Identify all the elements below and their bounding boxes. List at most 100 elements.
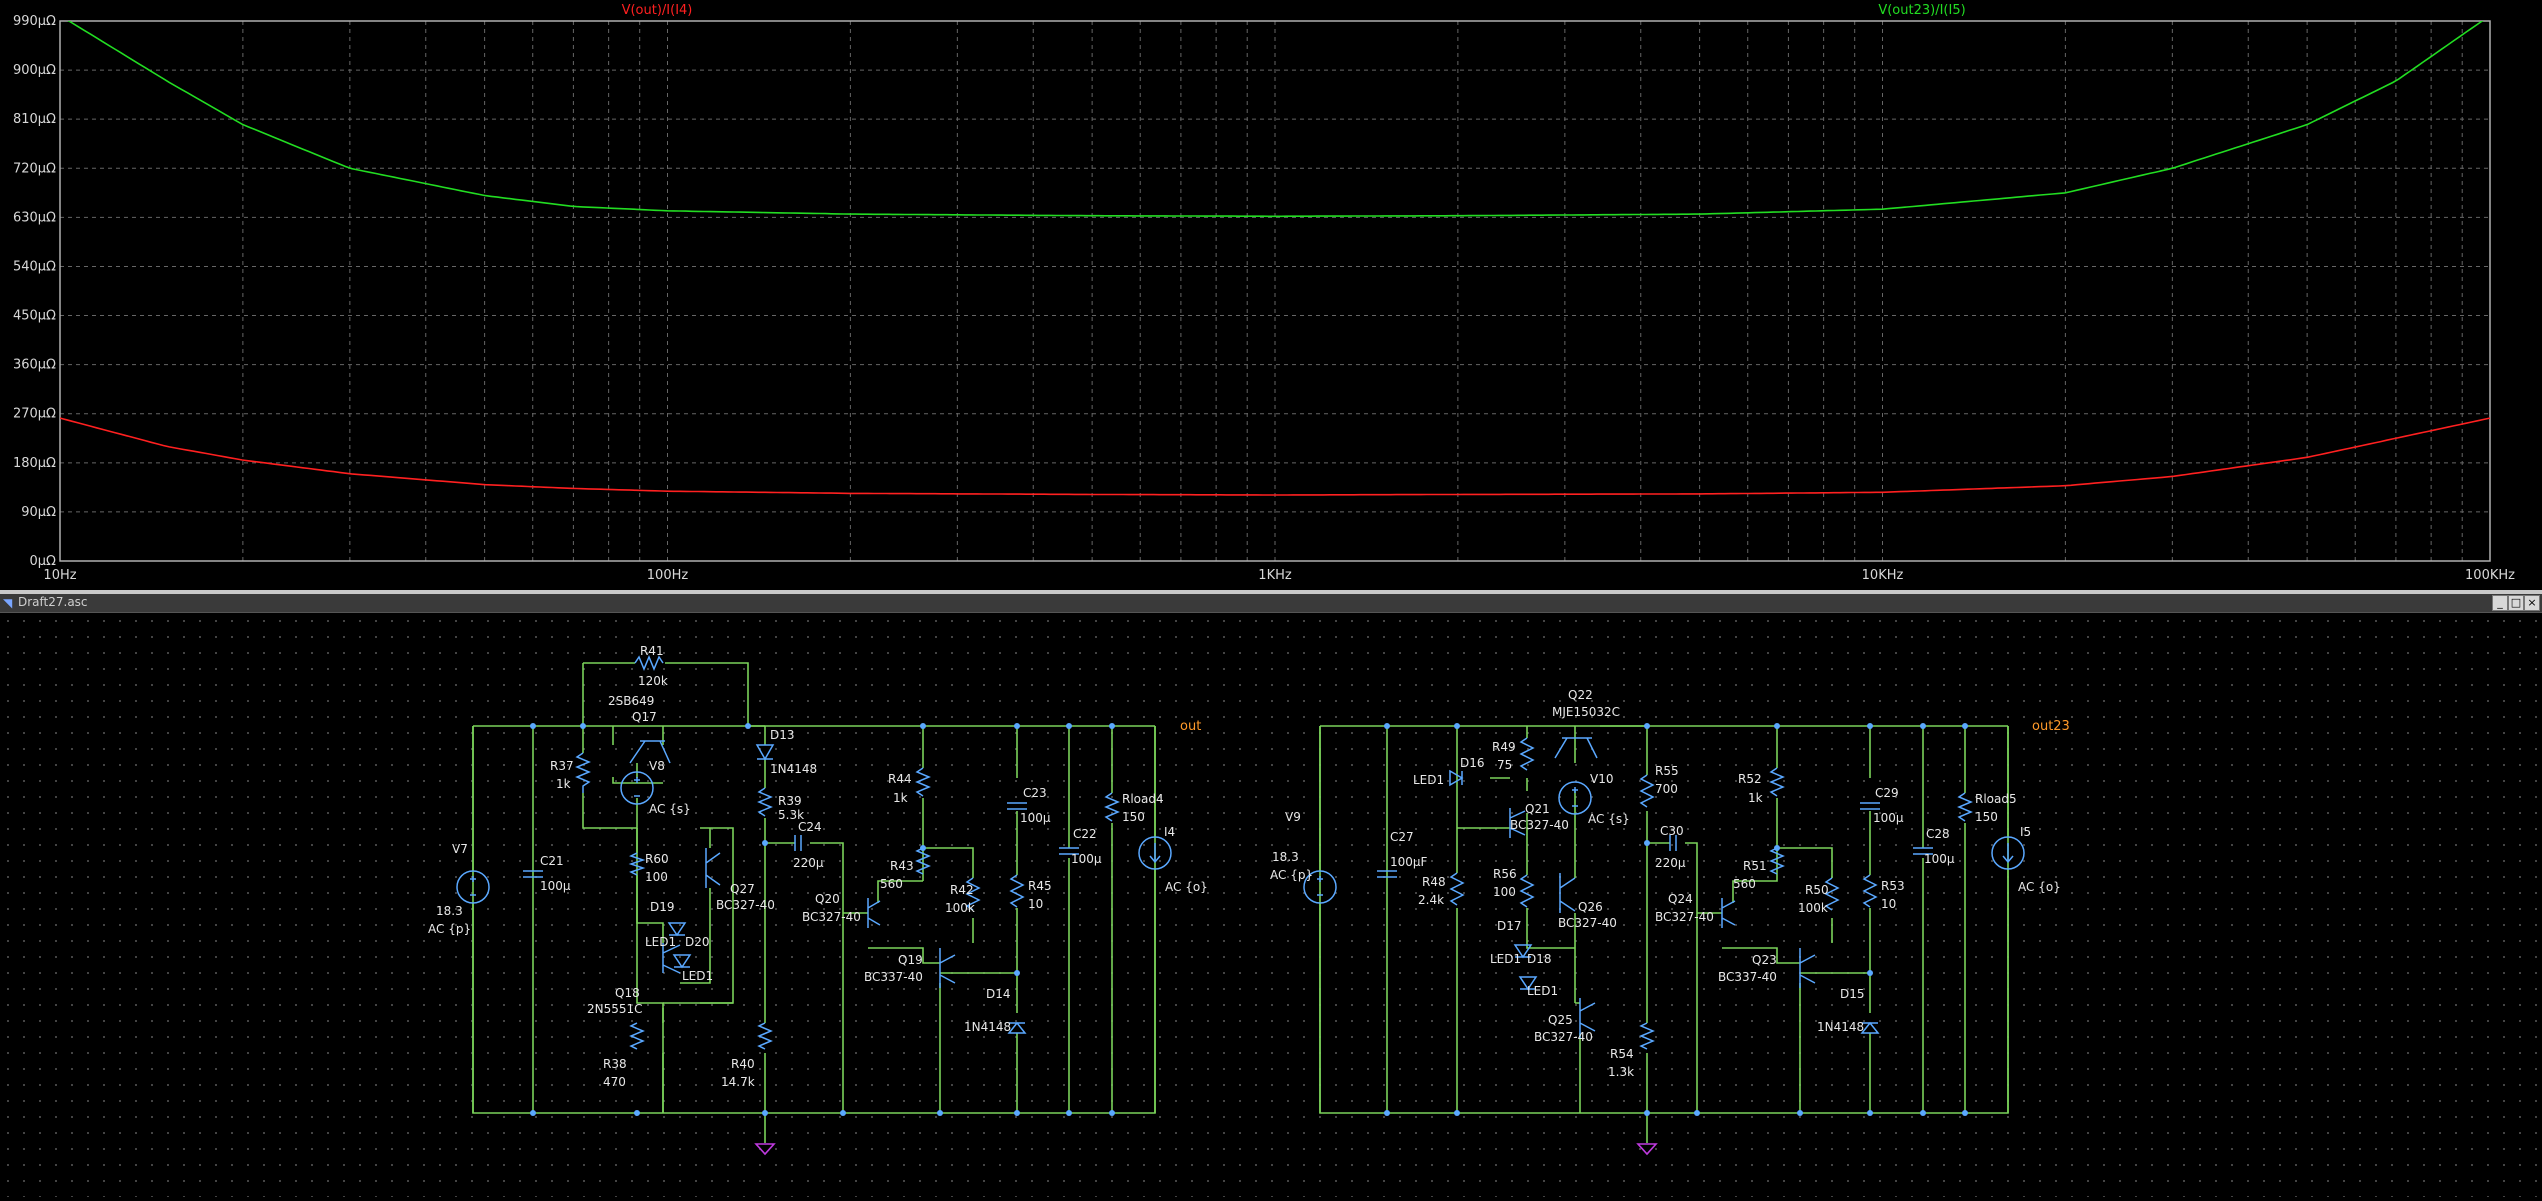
label-led1-a[interactable]: LED1 [645,935,676,949]
value-r54[interactable]: 1.3k [1608,1065,1634,1079]
label-r41[interactable]: R41 [640,644,664,658]
label-r40[interactable]: R40 [731,1057,755,1071]
label-q19-model[interactable]: BC337-40 [864,970,923,984]
label-q18-model[interactable]: 2N5551C [587,1002,643,1016]
label-q19[interactable]: Q19 [898,953,923,967]
value-r50[interactable]: 100k [1798,901,1828,915]
label-c21[interactable]: C21 [540,854,564,868]
label-r55[interactable]: R55 [1655,764,1679,778]
value-r43[interactable]: 560 [880,877,903,891]
label-r51[interactable]: R51 [1743,859,1767,873]
label-r44[interactable]: R44 [888,772,912,786]
label-q22-model[interactable]: MJE15032C [1552,705,1620,719]
label-q17[interactable]: Q17 [632,710,657,724]
label-q20[interactable]: Q20 [815,892,840,906]
pane-divider[interactable] [0,590,2542,594]
label-q17-model[interactable]: 2SB649 [608,694,654,708]
label-d14-model[interactable]: 1N4148 [964,1020,1011,1034]
label-d18[interactable]: D18 [1527,952,1552,966]
schematic-window-titlebar[interactable]: ◥ Draft27.asc _ □ × [0,594,2542,613]
trace-label-vout23[interactable]: V(out23)/I(I5) [1878,3,1965,18]
label-rload5[interactable]: Rload5 [1975,792,2017,806]
label-d19[interactable]: D19 [650,900,675,914]
value-r51[interactable]: 560 [1733,877,1756,891]
label-v8[interactable]: V8 [649,759,665,773]
value-r49[interactable]: 75 [1497,758,1512,772]
label-q25[interactable]: Q25 [1548,1013,1573,1027]
value-r55[interactable]: 700 [1655,782,1678,796]
label-v10[interactable]: V10 [1590,772,1613,786]
label-q26[interactable]: Q26 [1578,900,1603,914]
net-label-out23[interactable]: out23 [2032,719,2070,734]
label-r53[interactable]: R53 [1881,879,1905,893]
value-r45[interactable]: 10 [1028,897,1043,911]
label-d15-model[interactable]: 1N4148 [1817,1020,1864,1034]
label-d13-model[interactable]: 1N4148 [770,762,817,776]
maximize-button[interactable]: □ [2508,595,2524,611]
value-r53[interactable]: 10 [1881,897,1896,911]
label-r60[interactable]: R60 [645,852,669,866]
value-r44[interactable]: 1k [893,791,908,805]
label-q23[interactable]: Q23 [1752,953,1777,967]
label-r52[interactable]: R52 [1738,772,1762,786]
close-button[interactable]: × [2524,595,2540,611]
label-q21-model[interactable]: BC327-40 [1510,818,1569,832]
net-label-out[interactable]: out [1180,719,1201,734]
value-v7-ac[interactable]: AC {p} [428,922,471,936]
value-r37[interactable]: 1k [556,777,571,791]
label-rload4[interactable]: Rload4 [1122,792,1164,806]
label-q23-model[interactable]: BC337-40 [1718,970,1777,984]
plot-canvas[interactable]: V(out)/I(I4) V(out23)/I(I5) 0µΩ90µΩ180µΩ… [0,0,2542,590]
value-rload5[interactable]: 150 [1975,810,1998,824]
label-led1-e[interactable]: LED1 [1527,984,1558,998]
value-c24[interactable]: 220µ [793,856,824,870]
value-r52[interactable]: 1k [1748,791,1763,805]
label-c23[interactable]: C23 [1023,786,1047,800]
label-i5[interactable]: I5 [2020,825,2031,839]
label-c28[interactable]: C28 [1926,827,1950,841]
label-q21[interactable]: Q21 [1525,802,1550,816]
value-c23[interactable]: 100µ [1020,811,1051,825]
label-d20[interactable]: D20 [685,935,710,949]
value-c21[interactable]: 100µ [540,879,571,893]
label-c27[interactable]: C27 [1390,830,1414,844]
minimize-button[interactable]: _ [2492,595,2508,611]
value-v7[interactable]: 18.3 [436,904,463,918]
value-r39[interactable]: 5.3k [778,808,804,822]
value-r42[interactable]: 100k [945,901,975,915]
label-r42[interactable]: R42 [950,883,974,897]
value-r56[interactable]: 100 [1493,885,1516,899]
label-led1-c[interactable]: LED1 [1413,773,1444,787]
label-c24[interactable]: C24 [798,820,822,834]
schematic-svg[interactable]: out out23 R41 120k 2SB649 Q17 D13 1N4148… [0,613,2542,1197]
value-rload4[interactable]: 150 [1122,810,1145,824]
label-q25-model[interactable]: BC327-40 [1534,1030,1593,1044]
value-r38[interactable]: 470 [603,1075,626,1089]
value-r60[interactable]: 100 [645,870,668,884]
label-d17[interactable]: D17 [1497,919,1522,933]
label-led1-b[interactable]: LED1 [682,969,713,983]
value-r41[interactable]: 120k [638,674,668,688]
label-led1-d[interactable]: LED1 [1490,952,1521,966]
value-r40[interactable]: 14.7k [721,1075,755,1089]
label-q18[interactable]: Q18 [615,986,640,1000]
schematic-canvas[interactable]: out out23 R41 120k 2SB649 Q17 D13 1N4148… [0,613,2542,1197]
label-q27[interactable]: Q27 [730,882,755,896]
value-c22[interactable]: 100µ [1071,852,1102,866]
value-c30[interactable]: 220µ [1655,856,1686,870]
label-r37[interactable]: R37 [550,759,574,773]
value-v9[interactable]: 18.3 [1272,850,1299,864]
label-i4[interactable]: I4 [1164,825,1175,839]
label-r45[interactable]: R45 [1028,879,1052,893]
label-q24-model[interactable]: BC327-40 [1655,910,1714,924]
value-v10[interactable]: AC {s} [1588,812,1630,826]
label-r38[interactable]: R38 [603,1057,627,1071]
label-d13[interactable]: D13 [770,728,795,742]
label-r43[interactable]: R43 [890,859,914,873]
value-v9-ac[interactable]: AC {p} [1270,868,1313,882]
label-q24[interactable]: Q24 [1668,892,1693,906]
label-r54[interactable]: R54 [1610,1047,1634,1061]
value-c27[interactable]: 100µF [1390,855,1428,869]
label-v9[interactable]: V9 [1285,810,1301,824]
